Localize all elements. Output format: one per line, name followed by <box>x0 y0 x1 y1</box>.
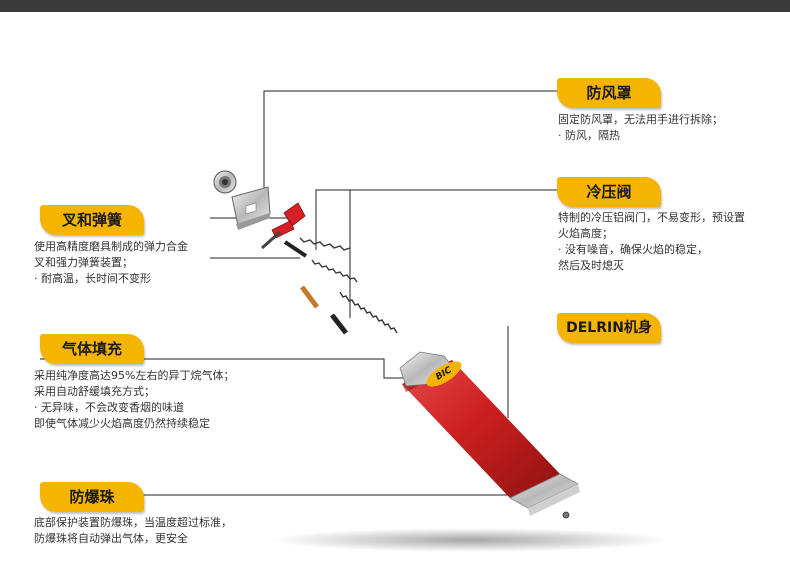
leader-gas <box>40 358 420 379</box>
valve-desc: 特制的冷压铝阀门，不易变形，预设置 火焰高度； · 没有噪音，确保火焰的稳定， … <box>558 210 745 274</box>
windshield-line: · 防风，隔热 <box>558 129 620 142</box>
valve-fork-part <box>261 202 306 250</box>
gas-line: · 无异味，不会改变香烟的味道 <box>34 401 184 414</box>
gas-title: 气体填充 <box>61 340 122 358</box>
ground-shadow <box>270 528 670 552</box>
spring-parts <box>299 237 398 334</box>
valve-line: 特制的冷压铝阀门，不易变形，预设置 <box>558 211 745 224</box>
safety-bead <box>562 511 570 519</box>
spring-badge: 叉和弹簧 <box>40 205 144 235</box>
spring-desc: 使用高精度磨具制成的弹力合金 叉和强力弹簧装置； · 耐高温，长时间不变形 <box>34 239 188 287</box>
windshield-title: 防风罩 <box>586 84 632 102</box>
body-title: DELRIN机身 <box>566 320 652 336</box>
windshield-part <box>231 186 271 230</box>
bead-badge: 防爆珠 <box>40 482 144 512</box>
spring-line: · 耐高温，长时间不变形 <box>34 272 151 285</box>
valve-line: 火焰高度； <box>558 227 613 240</box>
windshield-line: 固定防风罩，无法用手进行拆除； <box>558 113 723 126</box>
body-badge: DELRIN机身 <box>557 313 661 343</box>
gas-line: 即使气体减少火焰高度仍然持续稳定 <box>34 417 210 430</box>
top-bar <box>0 0 790 12</box>
valve-line: · 没有噪音，确保火焰的稳定， <box>558 243 708 256</box>
flint-wheel <box>213 170 237 194</box>
spring-title: 叉和弹簧 <box>61 211 122 229</box>
valve-title: 冷压阀 <box>586 183 632 201</box>
bead-line: 防爆珠将自动弹出气体，更安全 <box>34 532 188 545</box>
gas-badge: 气体填充 <box>40 334 144 364</box>
valve-badge: 冷压阀 <box>557 177 661 207</box>
windshield-badge: 防风罩 <box>557 78 661 108</box>
valve-line: 然后及时熄灭 <box>558 259 624 272</box>
lighter-body <box>399 351 580 516</box>
gas-line: 采用纯净度高达95%左右的异丁烷气体； <box>34 369 235 382</box>
tube-parts <box>283 240 348 335</box>
gas-desc: 采用纯净度高达95%左右的异丁烷气体； 采用自动舒缓填充方式； · 无异味，不会… <box>34 368 234 432</box>
gas-line: 采用自动舒缓填充方式； <box>34 385 155 398</box>
leader-valve <box>315 189 557 250</box>
leader-lines <box>40 90 557 496</box>
bead-desc: 底部保护装置防爆珠，当温度超过标准， 防爆珠将自动弹出气体，更安全 <box>34 515 232 547</box>
spring-line: 叉和强力弹簧装置； <box>34 256 133 269</box>
windshield-desc: 固定防风罩，无法用手进行拆除； · 防风，隔热 <box>558 112 723 144</box>
leader-windshield <box>263 90 557 196</box>
bead-title: 防爆珠 <box>69 488 115 506</box>
spring-line: 使用高精度磨具制成的弹力合金 <box>34 240 188 253</box>
bead-line: 底部保护装置防爆珠，当温度超过标准， <box>34 516 232 529</box>
